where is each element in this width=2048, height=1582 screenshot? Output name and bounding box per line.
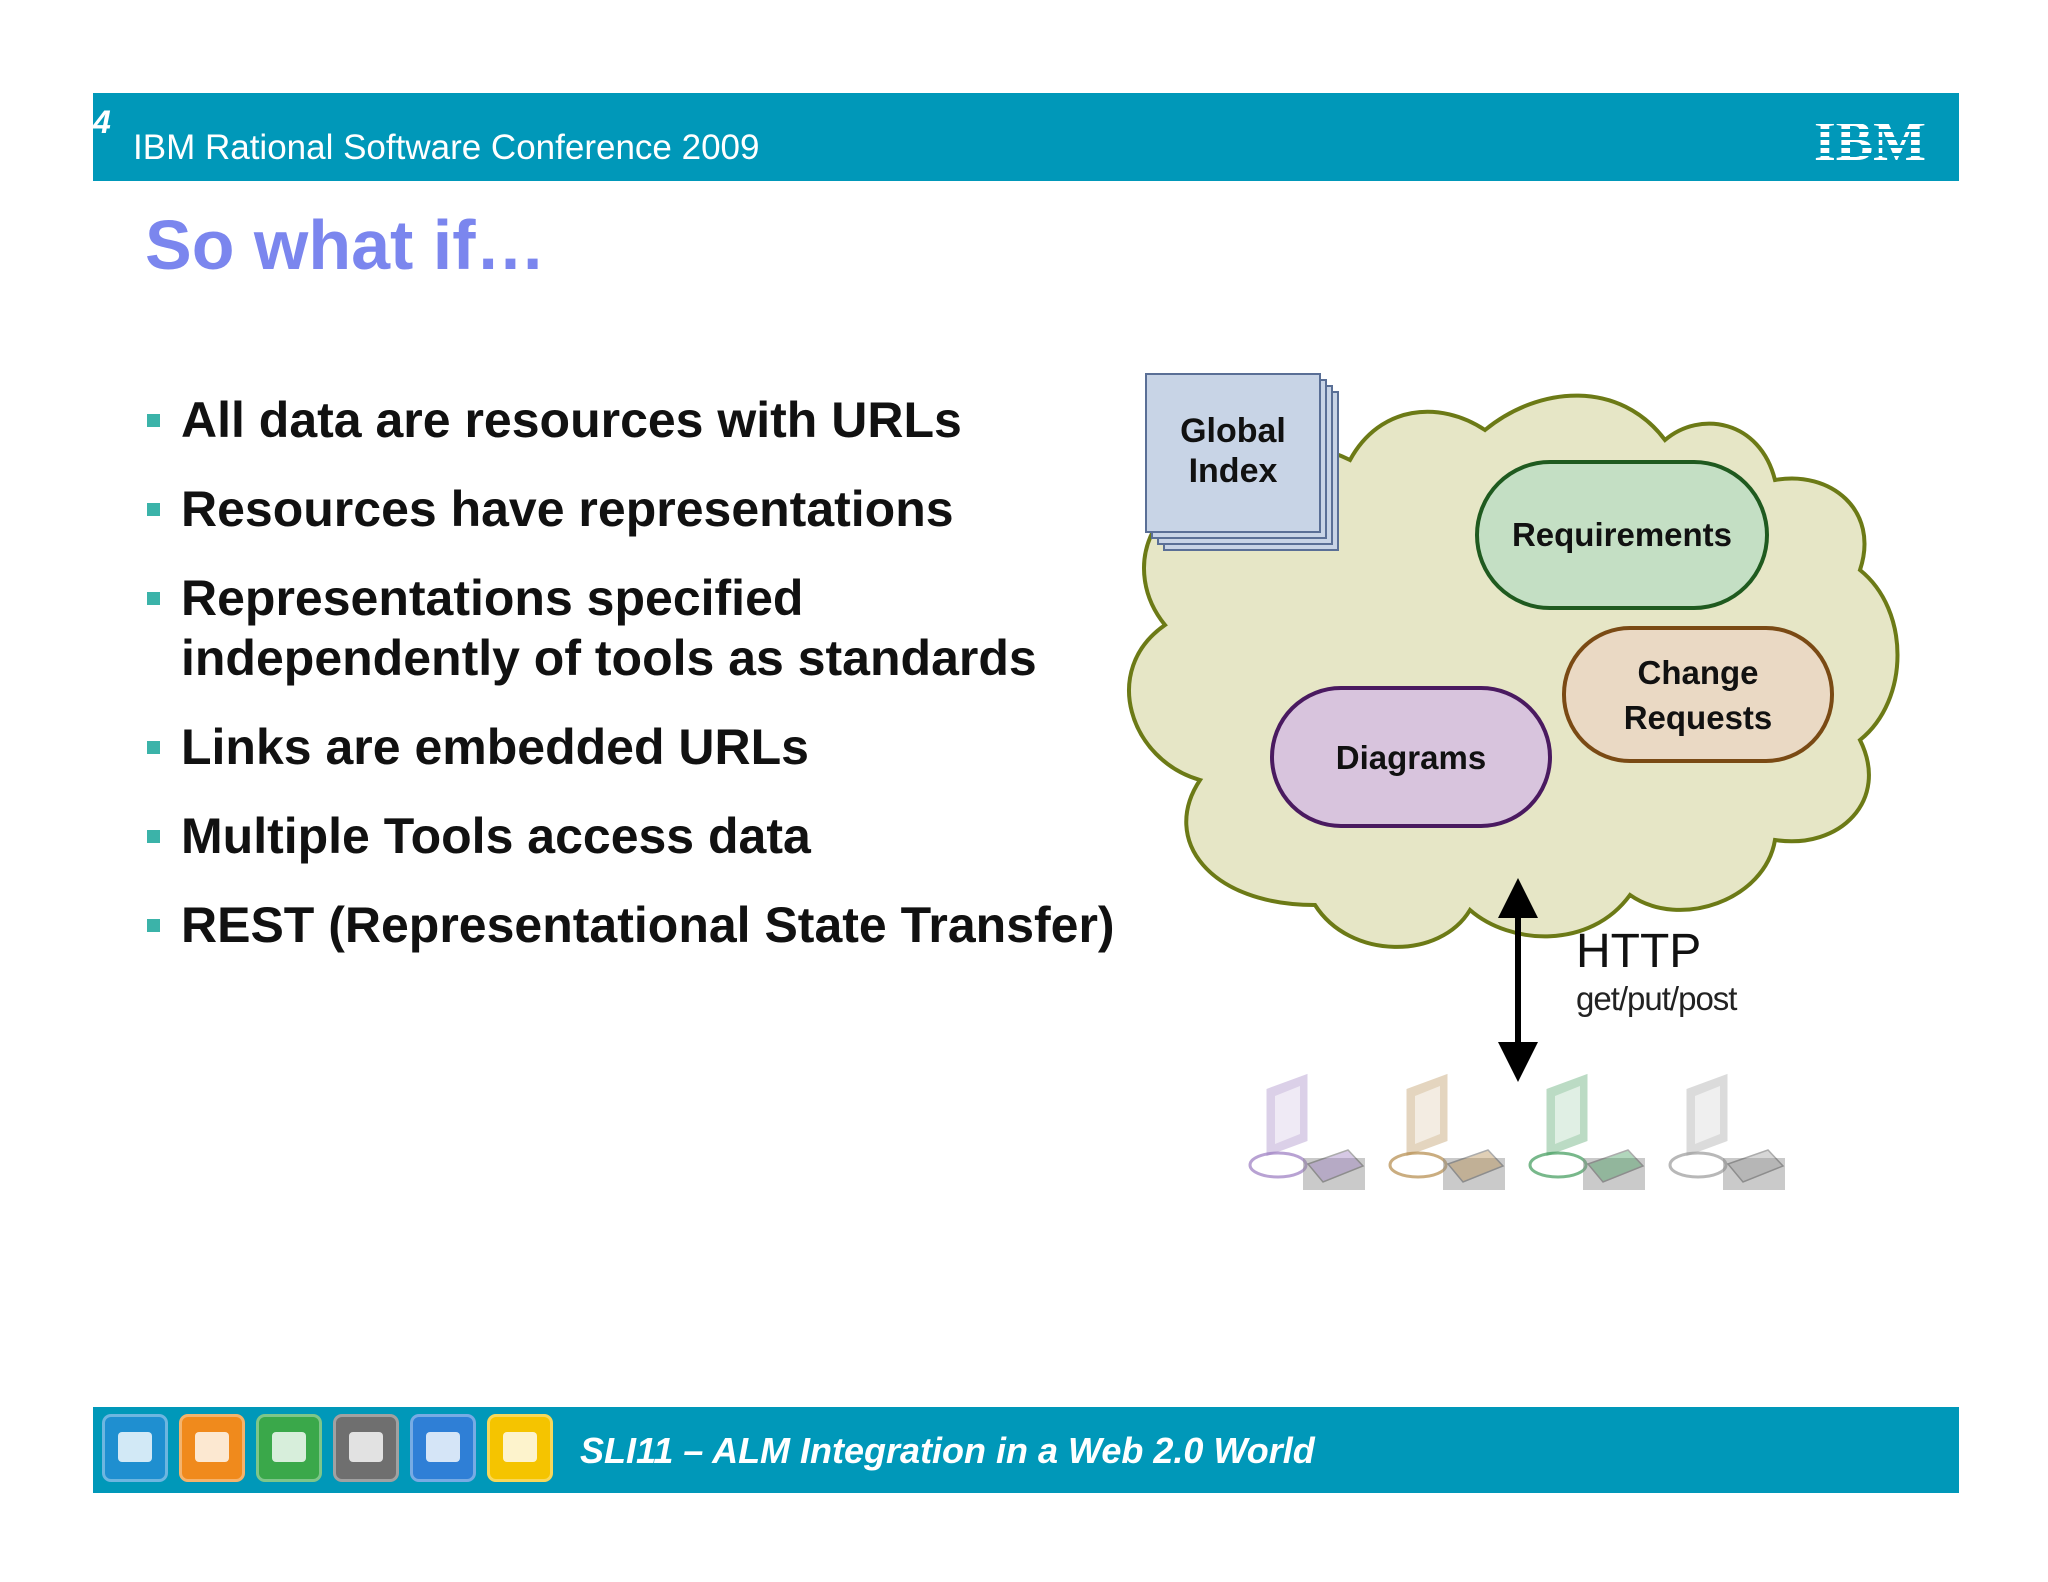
chart-icon xyxy=(102,1414,168,1482)
conference-title: IBM Rational Software Conference 2009 xyxy=(133,128,760,167)
camera-icon xyxy=(333,1414,399,1482)
requirements-node xyxy=(1475,460,1769,610)
bullet-marker xyxy=(147,503,160,516)
diagrams-label: Diagrams xyxy=(1336,739,1486,776)
bullet-marker xyxy=(147,830,160,843)
headphones-icon xyxy=(487,1414,553,1482)
bullet-text: Links are embedded URLs xyxy=(181,719,809,775)
bullet-marker xyxy=(147,414,160,427)
change-requests-label: Change xyxy=(1637,654,1758,691)
bullet-list: All data are resources with URLs Resourc… xyxy=(145,390,1165,984)
bullet-item: All data are resources with URLs xyxy=(145,390,1165,450)
global-index-label: Global xyxy=(1180,412,1286,450)
bullet-text: Representations specified xyxy=(181,570,804,626)
header-bar xyxy=(93,93,1959,181)
computer-icon xyxy=(1248,1073,1365,1190)
bullet-item: Links are embedded URLs xyxy=(145,717,1165,777)
computer-icon xyxy=(1388,1073,1505,1190)
bullet-item: Resources have representations xyxy=(145,479,1165,539)
http-methods-label: get/put/post xyxy=(1576,980,1737,1017)
ibm-logo: IBM xyxy=(1800,112,1940,166)
bullet-text: Multiple Tools access data xyxy=(181,808,811,864)
requirements-label: Requirements xyxy=(1512,516,1732,553)
footer-bar xyxy=(93,1407,1959,1493)
bullet-marker xyxy=(147,592,160,605)
diagrams-node xyxy=(1270,686,1552,828)
computer-icon xyxy=(1668,1073,1785,1190)
computer-icon xyxy=(1528,1073,1645,1190)
global-index-label-2: Index xyxy=(1189,452,1278,490)
http-label: HTTP xyxy=(1576,925,1702,978)
clapperboard-icon xyxy=(256,1414,322,1482)
rest-cloud-diagram: Global Index Requirements Change Request… xyxy=(1127,373,1900,1190)
change-requests-label-2: Requests xyxy=(1624,699,1773,736)
client-computers xyxy=(1248,1073,1785,1190)
bullet-marker xyxy=(147,919,160,932)
bullet-text: REST (Representational State Transfer) xyxy=(181,897,1115,953)
change-requests-node xyxy=(1562,626,1834,763)
bullet-item: REST (Representational State Transfer) xyxy=(145,895,1165,955)
bullet-marker xyxy=(147,741,160,754)
slide-number: 4 xyxy=(93,104,111,140)
session-title: SLI11 – ALM Integration in a Web 2.0 Wor… xyxy=(580,1430,1315,1471)
bullet-item: Multiple Tools access data xyxy=(145,806,1165,866)
speaker-icon xyxy=(410,1414,476,1482)
page-title: So what if… xyxy=(145,206,546,284)
microphone-icon xyxy=(179,1414,245,1482)
global-index-stack: Global Index xyxy=(1145,373,1339,551)
bullet-text: All data are resources with URLs xyxy=(181,392,962,448)
http-double-arrow xyxy=(1498,878,1538,1082)
bullet-text-continued: independently of tools as standards xyxy=(181,630,1037,686)
bullet-text: Resources have representations xyxy=(181,481,954,537)
